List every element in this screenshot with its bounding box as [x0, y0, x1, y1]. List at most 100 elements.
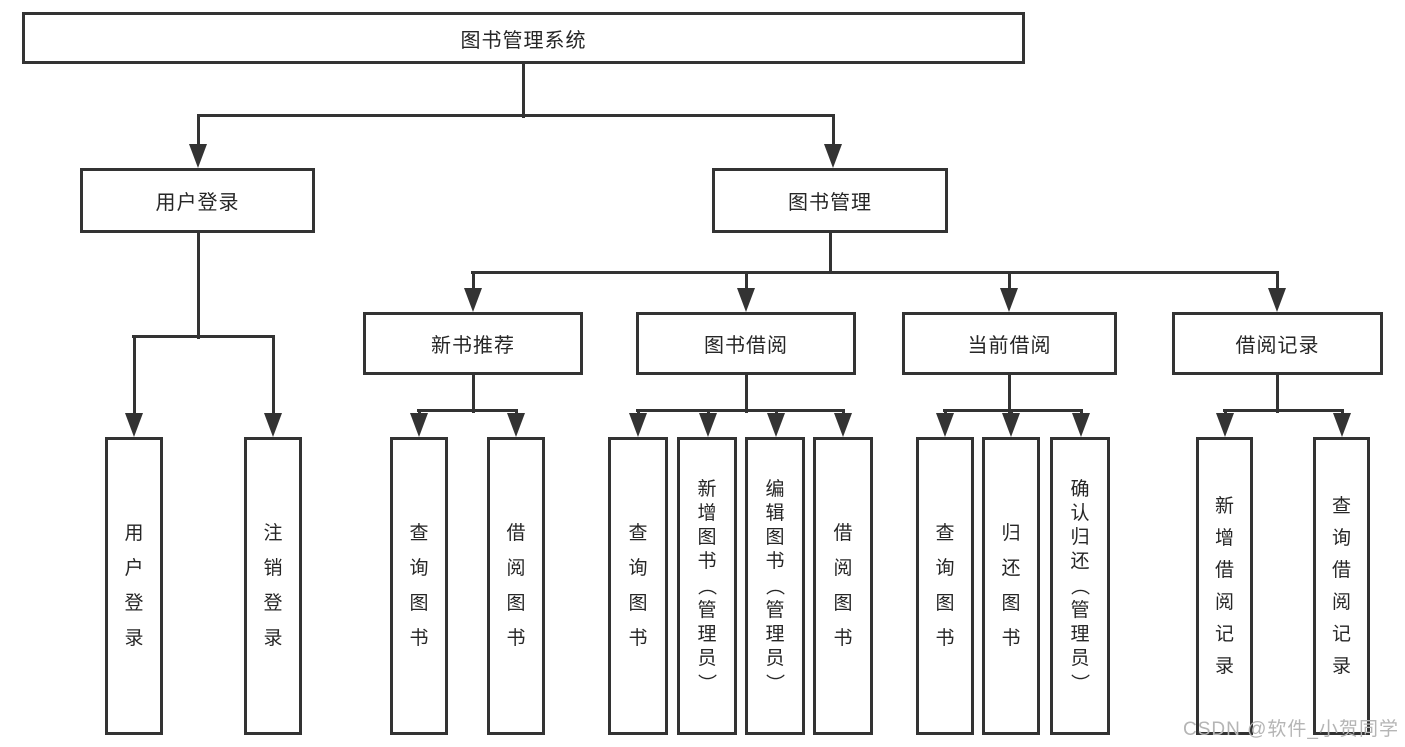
leaf-borrow-books-recommend: 借阅图书 [487, 437, 545, 735]
leaf-label-char: 借 [506, 523, 526, 544]
leaf-label-char: 图 [935, 593, 955, 614]
leaf-label-char: 理 [765, 623, 785, 645]
connector-line [521, 64, 525, 118]
leaf-label-char: 书 [1001, 628, 1021, 649]
leaf-label-char: 还 [1070, 550, 1090, 572]
leaf-label-char: 管 [697, 599, 717, 621]
leaf-label-char: 注 [263, 523, 283, 544]
leaf-logout: 注销登录 [244, 437, 302, 735]
leaf-label-char: 阅 [833, 558, 853, 579]
leaf-label-char: 录 [1214, 655, 1234, 677]
leaf-label-char: 借 [1331, 559, 1351, 581]
leaf-label-char: 图 [697, 526, 717, 548]
node-user-login: 用户登录 [80, 168, 315, 233]
connector-line [636, 408, 845, 412]
leaf-label-char: 书 [833, 628, 853, 649]
leaf-label-char: 查 [628, 523, 648, 544]
leaf-label-char: 阅 [506, 558, 526, 579]
leaf-label-char: 图 [765, 526, 785, 548]
leaf-label-char: 记 [1331, 623, 1351, 645]
leaf-confirm-return-admin: 确认归还（管理员） [1050, 437, 1110, 735]
arrowhead-down-icon [1268, 288, 1286, 312]
node-book-management: 图书管理 [712, 168, 948, 233]
leaf-label-char: 户 [124, 558, 144, 579]
node-label: 新书推荐 [431, 335, 515, 357]
arrowhead-down-icon [767, 413, 785, 437]
arrowhead-down-icon [1000, 288, 1018, 312]
arrowhead-down-icon [1072, 413, 1090, 437]
leaf-label-char: 查 [935, 523, 955, 544]
arrowhead-down-icon [824, 144, 842, 168]
leaf-query-books-borrowing: 查询图书 [608, 437, 668, 735]
node-label: 图书管理系统 [460, 29, 587, 52]
leaf-label-char: 查 [409, 523, 429, 544]
leaf-label-char: （ [764, 575, 786, 596]
leaf-label-char: 还 [1001, 558, 1021, 579]
node-label: 图书借阅 [704, 335, 788, 357]
leaf-label-char: 录 [124, 628, 144, 649]
node-label: 图书管理 [788, 192, 872, 214]
leaf-label-char: 阅 [1214, 591, 1234, 613]
leaf-label-char: 书 [628, 628, 648, 649]
arrowhead-down-icon [464, 288, 482, 312]
arrowhead-down-icon [699, 413, 717, 437]
arrowhead-down-icon [264, 413, 282, 437]
connector-line [197, 113, 835, 117]
node-library-management-system: 图书管理系统 [22, 12, 1025, 64]
leaf-return-books: 归还图书 [982, 437, 1040, 735]
connector-line [132, 334, 275, 338]
arrowhead-down-icon [936, 413, 954, 437]
connector-line [471, 270, 1279, 274]
arrowhead-down-icon [189, 144, 207, 168]
leaf-label-char: 归 [1001, 523, 1021, 544]
connector-line [744, 272, 748, 292]
leaf-label-char: 询 [935, 558, 955, 579]
leaf-add-books-admin: 新增图书（管理员） [677, 437, 737, 735]
connector-line [1275, 375, 1279, 413]
connector-line [196, 115, 200, 147]
leaf-label-char: ） [764, 672, 786, 693]
leaf-label-char: 询 [409, 558, 429, 579]
arrowhead-down-icon [629, 413, 647, 437]
leaf-label-char: 确 [1070, 478, 1090, 500]
connector-line [1275, 272, 1279, 292]
leaf-label-char: 书 [697, 550, 717, 572]
connector-line [1223, 408, 1344, 412]
leaf-query-books-current: 查询图书 [916, 437, 974, 735]
connector-line [828, 230, 832, 274]
leaf-label-char: 增 [697, 502, 717, 524]
connector-line [132, 336, 136, 416]
leaf-label-char: 销 [263, 558, 283, 579]
leaf-label-char: 记 [1214, 623, 1234, 645]
leaf-borrow-books: 借阅图书 [813, 437, 873, 735]
connector-line [271, 336, 275, 416]
connector-line [1007, 375, 1011, 413]
leaf-label-char: 新 [697, 478, 717, 500]
arrowhead-down-icon [737, 288, 755, 312]
leaf-label-char: 图 [409, 593, 429, 614]
leaf-edit-books-admin: 编辑图书（管理员） [745, 437, 805, 735]
connector-line [831, 115, 835, 147]
node-book-borrowing: 图书借阅 [636, 312, 856, 375]
leaf-label-char: 归 [1070, 526, 1090, 548]
watermark-text: CSDN @软件_小贺同学 [1183, 719, 1399, 740]
leaf-label-char: 增 [1214, 527, 1234, 549]
leaf-label-char: 询 [628, 558, 648, 579]
leaf-label-char: 书 [506, 628, 526, 649]
leaf-label-char: 理 [697, 623, 717, 645]
leaf-label-char: 录 [263, 628, 283, 649]
connector-line [744, 375, 748, 413]
leaf-label-char: 理 [1070, 623, 1090, 645]
leaf-label-char: 书 [765, 550, 785, 572]
leaf-label-char: 员 [1070, 647, 1090, 669]
arrowhead-down-icon [410, 413, 428, 437]
node-new-book-recommend: 新书推荐 [363, 312, 583, 375]
leaf-label-char: 认 [1070, 502, 1090, 524]
node-current-borrowing: 当前借阅 [902, 312, 1117, 375]
leaf-label-char: 图 [1001, 593, 1021, 614]
leaf-label-char: 书 [935, 628, 955, 649]
leaf-query-borrow-record: 查询借阅记录 [1313, 437, 1370, 735]
arrowhead-down-icon [125, 413, 143, 437]
leaf-label-char: 新 [1214, 495, 1234, 517]
